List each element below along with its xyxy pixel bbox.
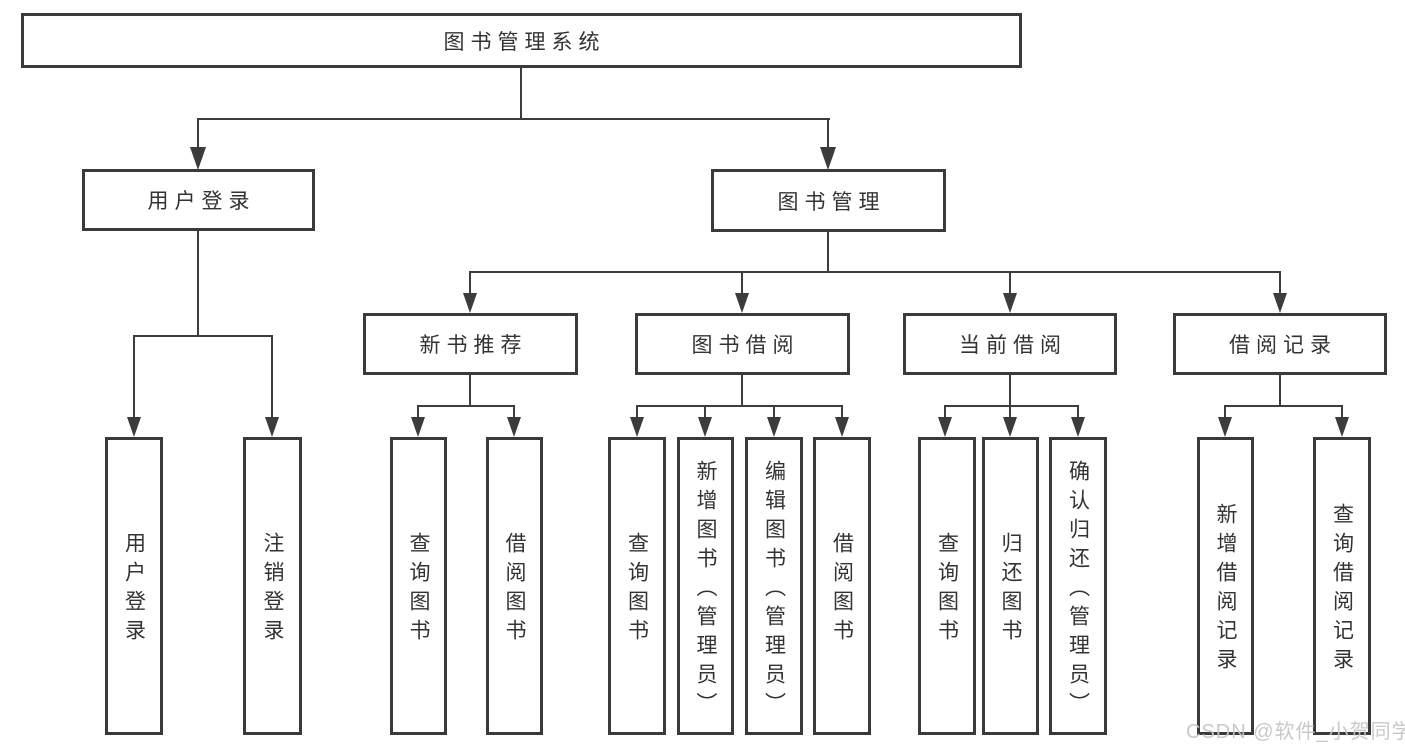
leaf-current-query-label: 查询图书 xyxy=(935,532,959,648)
node-book-borrow: 图书借阅 xyxy=(635,313,850,375)
node-new-book-recommend: 新书推荐 xyxy=(363,313,578,375)
node-user-login-label: 用户登录 xyxy=(147,190,256,213)
leaf-current-query: 查询图书 xyxy=(918,437,976,735)
leaf-current-return-label: 归还图书 xyxy=(999,532,1022,648)
connector-drop-newbook xyxy=(469,271,471,294)
leaf-borrow-borrow-book: 借阅图书 xyxy=(813,437,871,735)
leaf-logout-label: 注销登录 xyxy=(261,532,284,648)
leaf-records-add: 新增借阅记录 xyxy=(1197,437,1254,735)
connector-drop-leaf xyxy=(1077,405,1079,419)
connector-newbook-bus xyxy=(417,405,515,407)
arrowhead-down-icon xyxy=(820,147,836,170)
leaf-newbook-query: 查询图书 xyxy=(390,437,447,735)
node-borrow-records: 借阅记录 xyxy=(1173,313,1387,375)
connector-drop-leaf xyxy=(417,405,419,419)
arrowhead-down-icon xyxy=(411,417,425,437)
leaf-user-login: 用户登录 xyxy=(105,437,163,735)
connector-root-stem xyxy=(520,68,522,120)
connector-drop-current xyxy=(1009,271,1011,294)
connector-newbook-stem xyxy=(469,375,471,407)
arrowhead-down-icon xyxy=(1218,417,1232,437)
connector-drop-leaf xyxy=(1224,405,1226,419)
connector-drop-leaf xyxy=(513,405,515,419)
node-root-label: 图书管理系统 xyxy=(443,30,606,54)
arrowhead-down-icon xyxy=(507,417,521,437)
connector-drop-book-mgmt xyxy=(827,118,829,150)
connector-drop-leaf xyxy=(773,405,775,419)
arrowhead-down-icon xyxy=(735,293,749,313)
leaf-current-return: 归还图书 xyxy=(982,437,1039,735)
connector-bookmgmt-bus xyxy=(469,271,1281,273)
leaf-borrow-edit-book-label: 编辑图书（管理员） xyxy=(762,459,786,721)
node-book-management: 图书管理 xyxy=(711,169,946,232)
arrowhead-down-icon xyxy=(767,417,781,437)
node-current-borrow-label: 当前借阅 xyxy=(959,334,1067,357)
connector-drop-leaf xyxy=(1341,405,1343,419)
connector-userlogin-stem xyxy=(197,231,199,337)
connector-drop-leaf xyxy=(704,405,706,419)
arrowhead-down-icon xyxy=(630,417,644,437)
node-root: 图书管理系统 xyxy=(21,13,1022,68)
node-user-login: 用户登录 xyxy=(82,169,315,231)
arrowhead-down-icon xyxy=(265,417,279,437)
connector-drop-leaf xyxy=(133,335,135,419)
leaf-records-query-label: 查询借阅记录 xyxy=(1330,503,1354,677)
leaf-current-confirm-return-label: 确认归还（管理员） xyxy=(1066,459,1090,721)
arrowhead-down-icon xyxy=(1273,293,1287,313)
connector-borrow-stem xyxy=(741,375,743,407)
node-current-borrow: 当前借阅 xyxy=(903,313,1117,375)
connector-drop-leaf xyxy=(1009,405,1011,419)
connector-drop-borrow xyxy=(741,271,743,294)
connector-drop-leaf xyxy=(944,405,946,419)
leaf-newbook-borrow: 借阅图书 xyxy=(486,437,543,735)
connector-bookmgmt-stem xyxy=(827,232,829,273)
leaf-newbook-borrow-label: 借阅图书 xyxy=(503,532,526,648)
leaf-borrow-borrow-book-label: 借阅图书 xyxy=(830,532,854,648)
arrowhead-down-icon xyxy=(1003,293,1017,313)
arrowhead-down-icon xyxy=(1335,417,1349,437)
arrowhead-down-icon xyxy=(190,147,206,170)
leaf-current-confirm-return: 确认归还（管理员） xyxy=(1049,437,1107,735)
leaf-records-query: 查询借阅记录 xyxy=(1313,437,1371,735)
arrowhead-down-icon xyxy=(127,417,141,437)
leaf-newbook-query-label: 查询图书 xyxy=(407,532,430,648)
leaf-borrow-edit-book: 编辑图书（管理员） xyxy=(745,437,803,735)
arrowhead-down-icon xyxy=(1071,417,1085,437)
arrowhead-down-icon xyxy=(463,293,477,313)
connector-drop-leaf xyxy=(271,335,273,419)
leaf-records-add-label: 新增借阅记录 xyxy=(1214,503,1237,677)
arrowhead-down-icon xyxy=(938,417,952,437)
connector-userlogin-bus xyxy=(133,335,273,337)
leaf-borrow-add-book-label: 新增图书（管理员） xyxy=(694,459,717,721)
connector-drop-user-login xyxy=(197,118,199,150)
connector-records-bus xyxy=(1224,405,1343,407)
connector-drop-leaf xyxy=(841,405,843,419)
leaf-logout: 注销登录 xyxy=(243,437,302,735)
leaf-user-login-label: 用户登录 xyxy=(122,532,146,648)
leaf-borrow-query: 查询图书 xyxy=(608,437,666,735)
csdn-watermark: CSDN @软件_小贺同学 xyxy=(1186,721,1405,743)
leaf-borrow-add-book: 新增图书（管理员） xyxy=(677,437,734,735)
connector-root-bus xyxy=(197,118,830,120)
connector-current-stem xyxy=(1009,375,1011,407)
node-book-management-label: 图书管理 xyxy=(777,190,886,214)
leaf-borrow-query-label: 查询图书 xyxy=(625,532,649,648)
arrowhead-down-icon xyxy=(1003,417,1017,437)
node-new-book-recommend-label: 新书推荐 xyxy=(419,334,528,357)
connector-drop-records xyxy=(1279,271,1281,294)
arrowhead-down-icon xyxy=(835,417,849,437)
connector-borrow-bus xyxy=(636,405,843,407)
connector-current-bus xyxy=(944,405,1079,407)
node-borrow-records-label: 借阅记录 xyxy=(1229,334,1337,357)
connector-drop-leaf xyxy=(636,405,638,419)
node-book-borrow-label: 图书借阅 xyxy=(691,334,800,357)
connector-records-stem xyxy=(1279,375,1281,407)
arrowhead-down-icon xyxy=(698,417,712,437)
